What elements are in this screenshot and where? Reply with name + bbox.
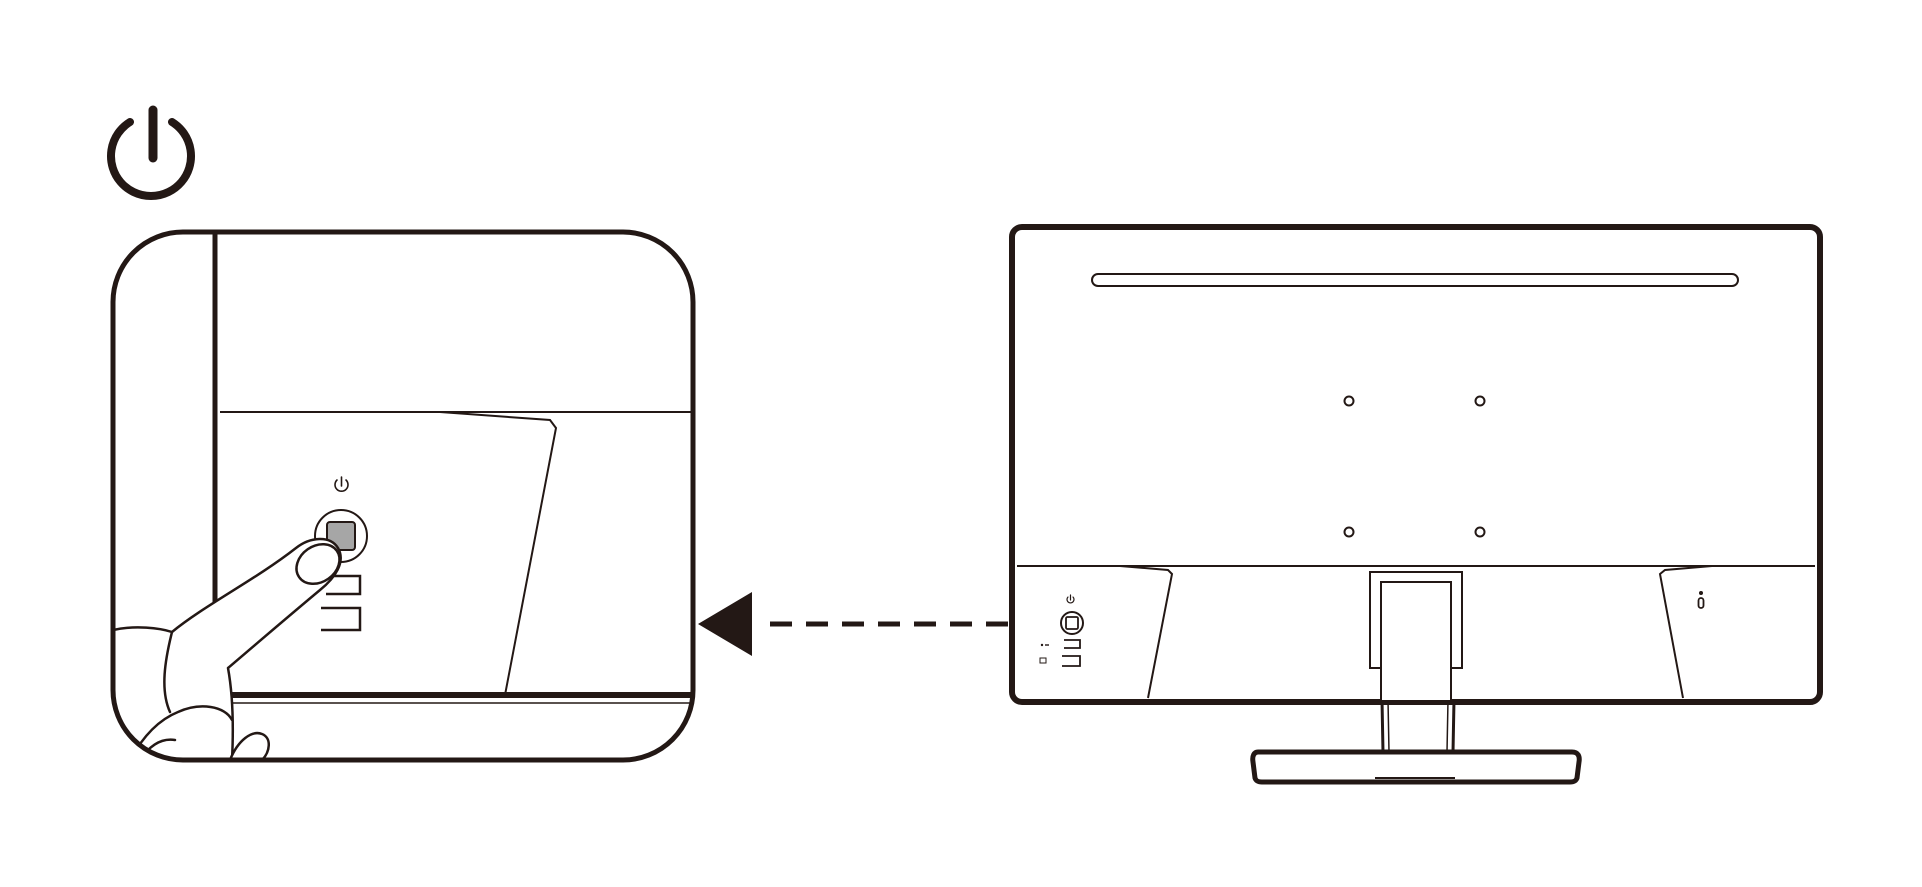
callout-zoom-panel xyxy=(110,229,696,763)
menu-button[interactable] xyxy=(326,574,362,596)
stand-upper-neck xyxy=(1380,581,1452,700)
menu-icon xyxy=(1040,643,1049,647)
monitor-power-button[interactable] xyxy=(1060,611,1084,635)
stand-neck-inner xyxy=(1387,699,1449,753)
right-side-piece xyxy=(1658,565,1713,699)
vesa-hole xyxy=(1474,395,1486,407)
kensington-lock-icon xyxy=(1697,591,1705,609)
stand-neck xyxy=(1380,699,1456,753)
vent-slot xyxy=(1091,273,1739,287)
monitor-input-button[interactable] xyxy=(1062,655,1081,667)
panel-angled-edge xyxy=(439,411,558,696)
vesa-hole xyxy=(1343,395,1355,407)
power-icon xyxy=(334,476,349,492)
pointing-finger-icon xyxy=(113,537,342,760)
pointer-arrowhead xyxy=(698,592,752,656)
monitor-menu-button[interactable] xyxy=(1064,639,1081,649)
stand-base xyxy=(1250,749,1582,785)
input-button[interactable] xyxy=(321,606,362,632)
callout-content xyxy=(113,232,693,760)
power-icon xyxy=(107,105,195,201)
arrow-left-icon xyxy=(698,592,1060,656)
power-icon xyxy=(1066,594,1075,604)
input-source-icon xyxy=(1039,657,1047,664)
left-side-piece xyxy=(1119,565,1174,699)
vesa-hole xyxy=(1343,526,1355,538)
callout-border xyxy=(110,229,696,763)
monitor-rear-view xyxy=(1009,224,1823,785)
monitor-back-panel xyxy=(1009,224,1823,705)
vesa-hole xyxy=(1474,526,1486,538)
